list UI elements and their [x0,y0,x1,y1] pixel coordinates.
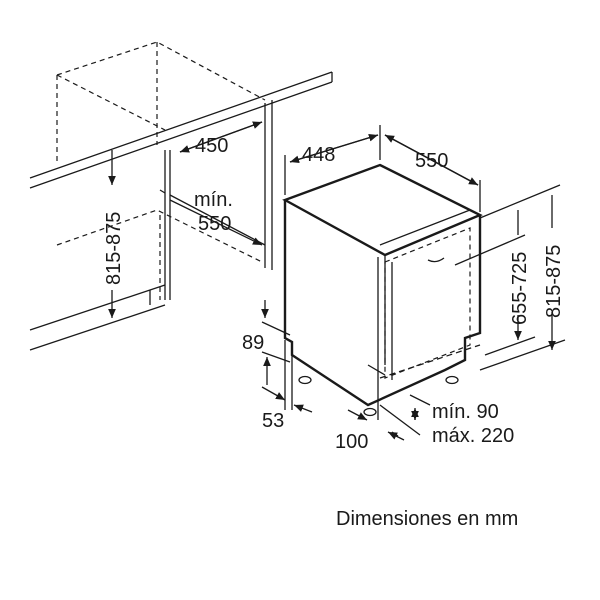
dishwasher-feet [298,375,459,417]
appliance-depth-label: 550 [415,150,448,172]
foot-offset-label: 100 [335,431,368,453]
cabinet-dimensions [108,121,263,318]
plinth-max-label: máx. 220 [432,425,514,447]
units-caption: Dimensiones en mm [336,508,519,530]
cabinet-depth-min-label: mín. [194,189,233,211]
cabinet-depth-label: 550 [198,213,231,235]
plinth-min-label: mín. 90 [432,401,499,423]
cabinet-height-label: 815-875 [103,212,125,285]
door-height-label: 655-725 [509,252,531,325]
total-height-label: 815-875 [543,245,565,318]
dishwasher-body [282,163,483,420]
cabinet-outline [29,41,273,351]
cabinet-width-label: 450 [195,135,228,157]
plinth-height-label: 89 [242,332,264,354]
plinth-depth-label: 53 [262,410,284,432]
countertop [29,71,333,189]
appliance-dimensions [261,125,566,441]
appliance-width-label: 448 [302,144,335,166]
